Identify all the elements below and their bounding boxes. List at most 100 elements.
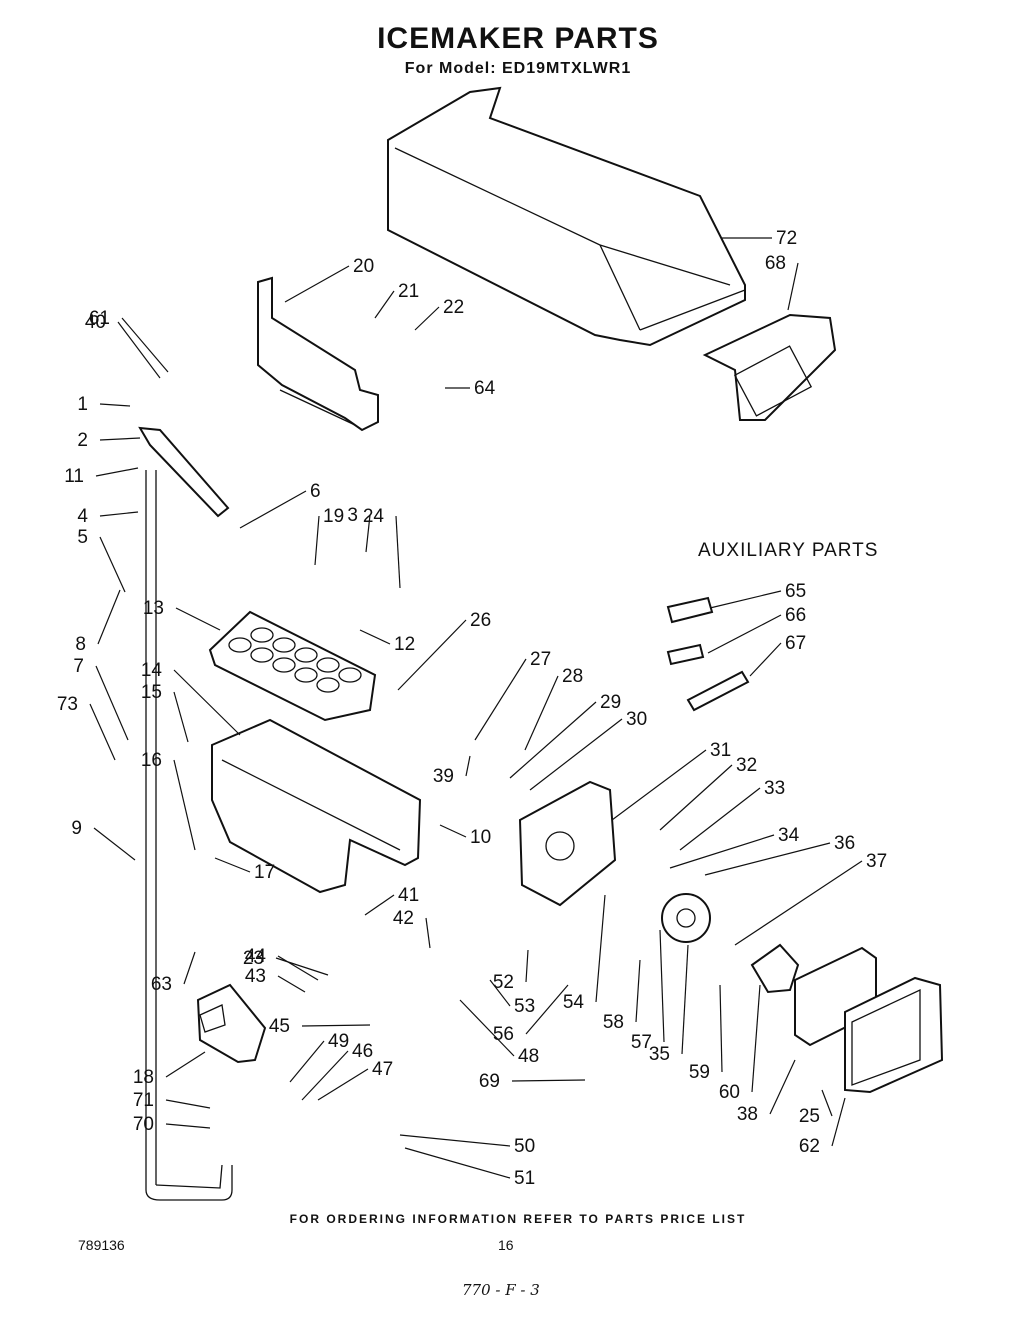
part-label-69: 69: [479, 1071, 500, 1092]
leader-line-7: [95, 665, 129, 741]
part-label-58: 58: [603, 1012, 624, 1033]
leader-line-16: [173, 759, 196, 851]
leader-line-56: [525, 984, 569, 1035]
part-label-2: 2: [77, 430, 88, 451]
leader-line-36: [704, 842, 831, 876]
part-label-53: 53: [514, 996, 535, 1017]
part-label-30: 30: [626, 709, 647, 730]
part-label-71: 71: [133, 1090, 154, 1111]
fill-tube-drawing: [138, 426, 233, 1201]
leader-line-53: [489, 979, 511, 1007]
part-label-6: 6: [310, 481, 321, 502]
leader-line-62: [831, 1097, 846, 1147]
part-label-1: 1: [77, 394, 88, 415]
leader-line-22: [414, 306, 440, 331]
part-label-63: 63: [151, 974, 172, 995]
part-label-19: 19: [323, 506, 344, 527]
part-label-65: 65: [785, 581, 806, 602]
leader-line-10: [439, 824, 467, 838]
part-label-72: 72: [776, 228, 797, 249]
part-label-61: 61: [89, 308, 110, 329]
part-label-49: 49: [328, 1031, 349, 1052]
leader-line-63: [183, 951, 196, 985]
part-label-50: 50: [514, 1136, 535, 1157]
part-label-47: 47: [372, 1059, 393, 1080]
leader-line-45: [301, 1024, 371, 1027]
leader-line-59: [719, 984, 723, 1073]
leader-line-24: [395, 515, 401, 589]
ice-bin-drawing: [387, 86, 746, 347]
leader-line-27: [474, 658, 527, 741]
handwritten-note: 770 - F - 3: [462, 1281, 540, 1299]
auxiliary-parts-drawing: [666, 596, 750, 712]
leader-line-43: [277, 975, 306, 993]
part-label-3: 3: [347, 505, 358, 526]
part-label-40: 40: [85, 312, 106, 333]
leader-line-65: [709, 590, 782, 609]
leader-line-48: [459, 999, 515, 1057]
part-label-57: 57: [631, 1032, 652, 1053]
part-label-7: 7: [73, 656, 84, 677]
ordering-info-note: FOR ORDERING INFORMATION REFER TO PARTS …: [289, 1212, 747, 1226]
leader-line-2: [99, 437, 141, 441]
leader-line-19: [314, 515, 320, 566]
leader-line-28: [524, 675, 559, 751]
document-number: 789136: [78, 1237, 125, 1253]
part-label-42: 42: [393, 908, 414, 929]
part-label-26: 26: [470, 610, 491, 631]
part-label-5: 5: [77, 527, 88, 548]
part-label-28: 28: [562, 666, 583, 687]
leader-line-34: [669, 834, 775, 869]
leader-line-13: [175, 607, 221, 631]
model-subtitle: For Model: ED19MTXLWR1: [404, 60, 632, 77]
leader-line-21: [374, 290, 395, 319]
motor-housing-drawing: [518, 780, 617, 907]
part-label-27: 27: [530, 649, 551, 670]
part-label-20: 20: [353, 256, 374, 277]
leader-line-40: [117, 321, 161, 379]
part-label-45: 45: [269, 1016, 290, 1037]
part-label-9: 9: [71, 818, 82, 839]
leader-line-37: [734, 860, 863, 946]
leader-line-29: [509, 701, 597, 779]
leader-line-52: [525, 949, 529, 983]
leader-line-71: [165, 1099, 211, 1109]
part-label-16: 16: [141, 750, 162, 771]
mounting-bracket-drawing: [257, 276, 379, 432]
part-label-12: 12: [394, 634, 415, 655]
page-title: ICEMAKER PARTS: [377, 22, 659, 55]
leader-line-11: [95, 467, 139, 477]
part-label-24: 24: [363, 506, 385, 527]
part-label-15: 15: [141, 682, 162, 703]
part-label-34: 34: [778, 825, 800, 846]
leader-line-39: [465, 755, 471, 777]
part-label-8: 8: [75, 634, 86, 655]
part-label-62: 62: [799, 1136, 820, 1157]
part-label-18: 18: [133, 1067, 154, 1088]
leader-line-54: [595, 894, 606, 1003]
part-label-64: 64: [474, 378, 496, 399]
part-label-68: 68: [765, 253, 786, 274]
leader-line-14: [173, 669, 241, 736]
leader-line-46: [301, 1050, 349, 1101]
support-housing-drawing: [211, 718, 422, 894]
part-label-36: 36: [834, 833, 855, 854]
part-label-46: 46: [352, 1041, 373, 1062]
part-label-13: 13: [143, 598, 164, 619]
leader-line-9: [93, 827, 136, 861]
leader-line-70: [165, 1123, 211, 1129]
leader-line-41: [364, 894, 395, 916]
leader-line-60: [751, 984, 761, 1093]
water-valve-drawing: [196, 983, 267, 1064]
leader-line-26: [397, 619, 467, 691]
part-label-73: 73: [57, 694, 78, 715]
part-label-52: 52: [493, 972, 514, 993]
leader-line-1: [99, 403, 131, 407]
part-label-23: 23: [243, 948, 264, 969]
part-label-56: 56: [493, 1024, 514, 1045]
leader-line-33: [679, 787, 761, 851]
leader-line-66: [707, 614, 782, 654]
part-label-17: 17: [254, 862, 275, 883]
